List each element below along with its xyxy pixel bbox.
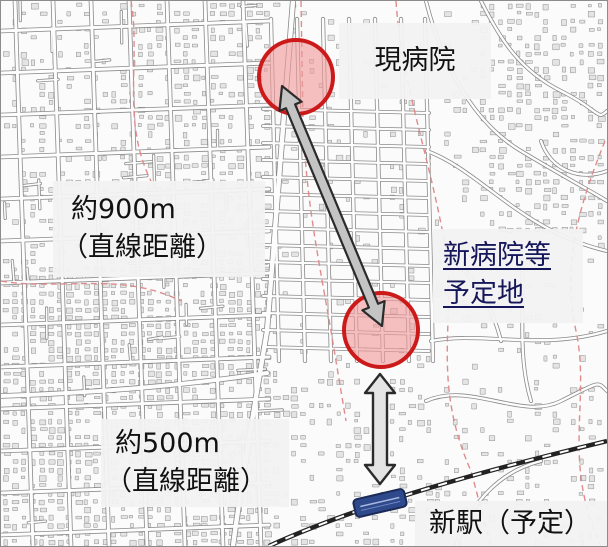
- station-body: [352, 488, 408, 518]
- road: [1, 61, 271, 75]
- new-station-label: 新駅（予定）: [415, 501, 607, 546]
- railway-track-dash: [268, 440, 607, 546]
- road: [261, 141, 431, 149]
- road: [1, 397, 271, 411]
- road: [3, 202, 6, 220]
- road: [261, 124, 431, 132]
- boundary-line: [130, 1, 152, 182]
- distance-arrow-500m: [363, 372, 397, 486]
- road: [26, 267, 30, 284]
- road: [158, 335, 181, 340]
- boundary-line: [570, 140, 606, 546]
- road: [122, 174, 148, 179]
- road: [1, 19, 271, 33]
- road: [199, 305, 224, 310]
- new-hospital-site-line2: 予定地: [443, 278, 524, 309]
- road: [23, 182, 42, 187]
- new-hospital-site-label: 新病院等 予定地: [433, 229, 583, 323]
- road: [1, 145, 271, 159]
- road: [125, 160, 153, 165]
- road: [147, 336, 164, 341]
- road: [93, 59, 111, 63]
- distance-900m-label: 約900m （直線距離）: [53, 181, 265, 277]
- road: [261, 192, 431, 200]
- road: [11, 259, 15, 282]
- road: [1, 523, 271, 537]
- station-stripe: [360, 496, 400, 508]
- road: [1, 355, 271, 369]
- new-station-text: 新駅（予定）: [429, 508, 591, 539]
- new-hospital-site-line1: 新病院等: [443, 240, 551, 271]
- boundary-line: [1, 280, 182, 302]
- distance-500m-value: 約500m: [115, 428, 220, 459]
- road: [539, 139, 607, 176]
- road: [240, 4, 257, 8]
- road: [53, 59, 57, 81]
- road: [36, 78, 59, 82]
- road: [1, 371, 269, 398]
- road: [13, 1, 35, 546]
- road: [128, 343, 132, 364]
- road: [252, 409, 283, 413]
- distance-900m-note: （直線距離）: [61, 232, 223, 263]
- road: [1, 103, 271, 117]
- distance-500m-label: 約500m （直線距離）: [101, 419, 289, 507]
- road: [261, 277, 431, 285]
- road: [26, 196, 55, 200]
- current-hospital-label: 現病院: [339, 23, 491, 99]
- distance-500m-note: （直線距離）: [105, 466, 267, 497]
- road: [245, 23, 249, 47]
- station-stripe: [361, 500, 401, 511]
- road: [479, 1, 607, 117]
- distance-arrow-900m: [278, 84, 386, 328]
- road: [1, 313, 271, 327]
- road: [424, 383, 607, 408]
- distance-900m-value: 約900m: [71, 194, 176, 225]
- road: [261, 158, 431, 166]
- new-station-icon: [352, 488, 408, 518]
- road: [429, 329, 607, 343]
- current-hospital-text: 現病院: [374, 45, 456, 76]
- road: [261, 175, 431, 183]
- boundary-line: [300, 1, 347, 422]
- road: [37, 179, 41, 210]
- road: [261, 209, 431, 217]
- road: [261, 260, 431, 268]
- road: [27, 520, 47, 524]
